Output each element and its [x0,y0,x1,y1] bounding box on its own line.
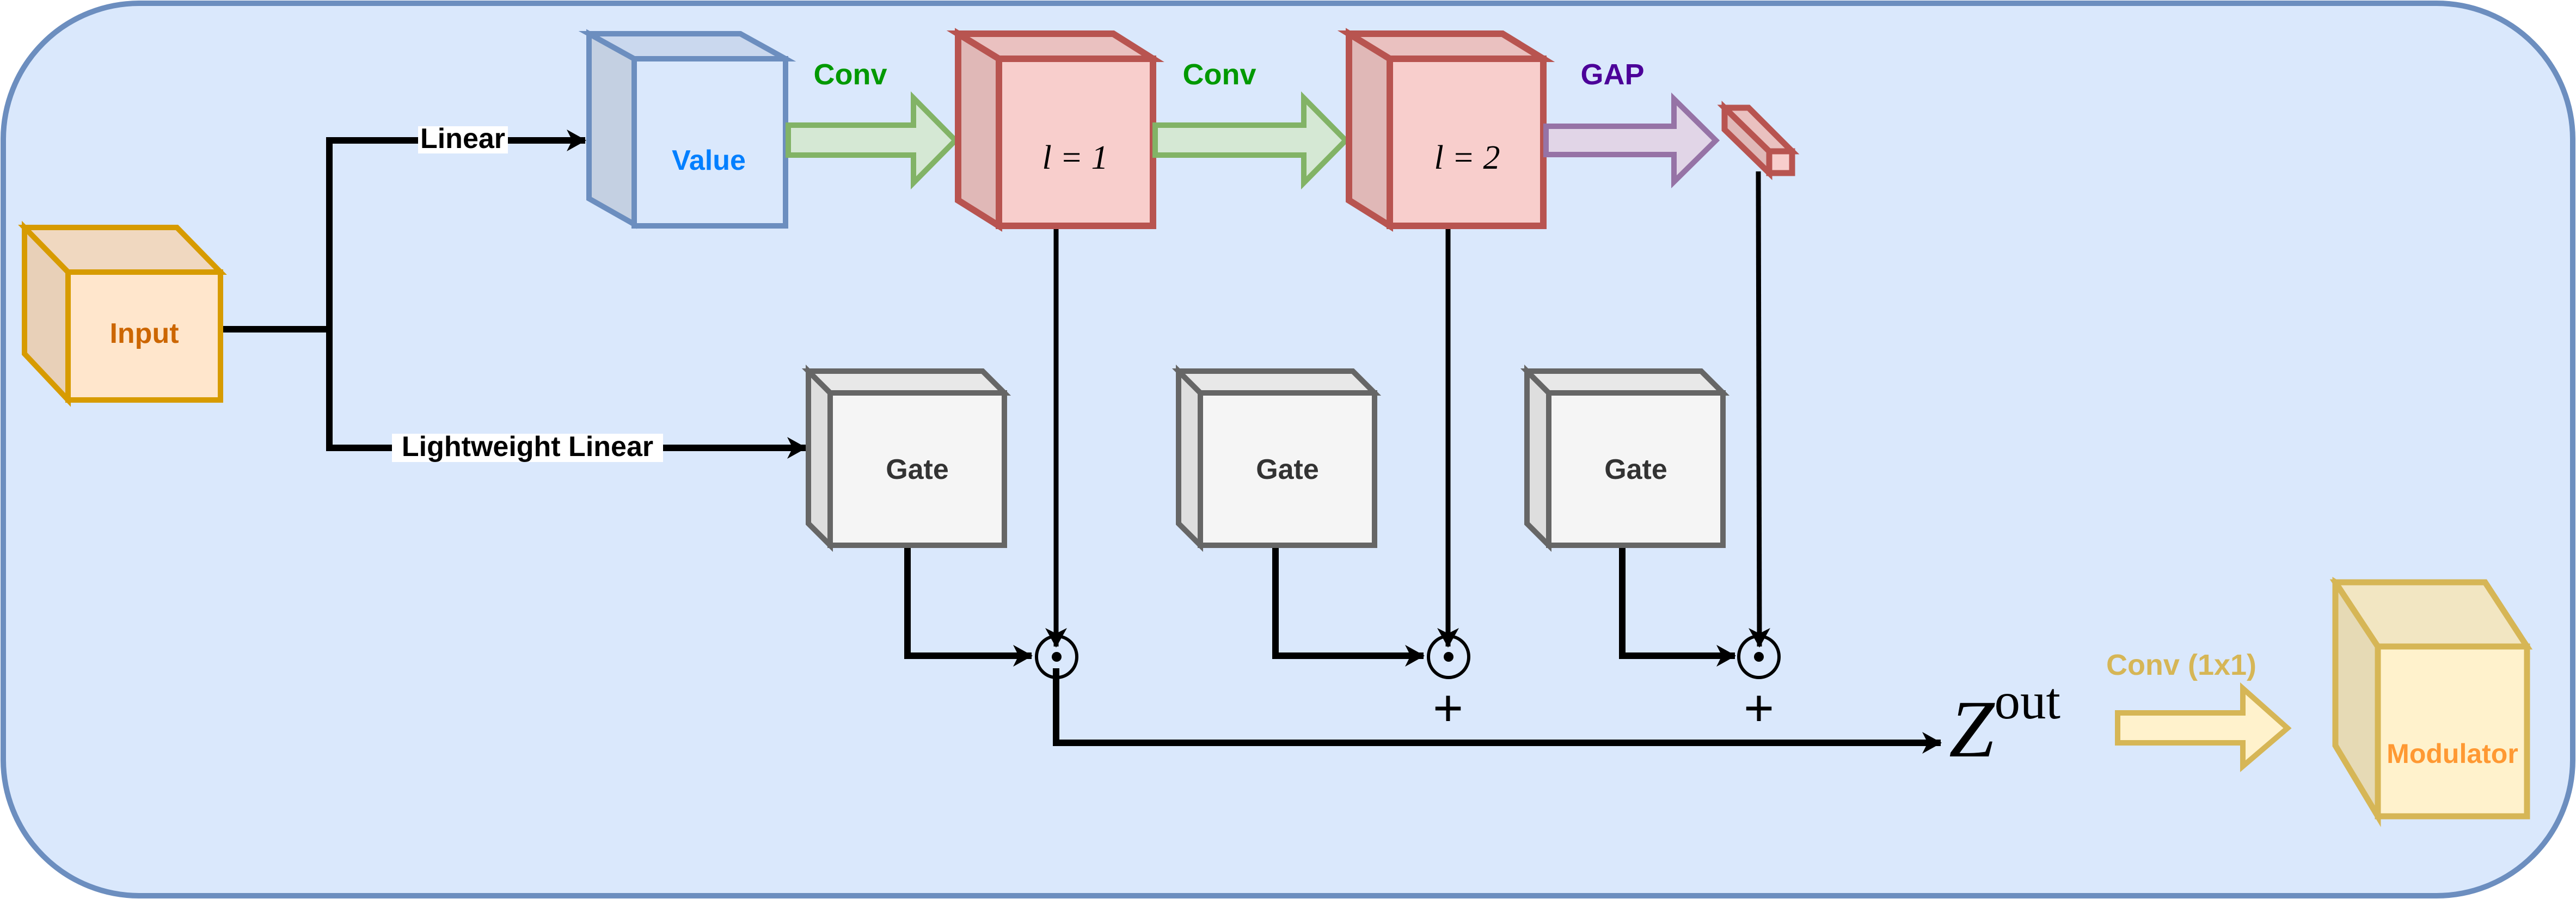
gate1-to-op-line [904,545,1033,667]
level1-cube-front [996,56,1156,229]
hadamard-dot-3 [1754,652,1764,662]
lightweight-linear-label-bg [392,434,663,462]
hadamard-circle-3 [1737,635,1781,679]
aggregate-to-output-line [1053,668,1942,754]
gate3-top [1520,368,1730,396]
global-context-vector [1717,100,1800,181]
level1-cube-top [946,30,1164,62]
modulator-cube [2329,576,2533,827]
level2-label: l = 2 [1434,139,1500,176]
conv1x1-label: Conv (1x1) [2106,649,2256,681]
gate-cube-2 [1172,364,1382,552]
gap-arrow [1543,93,1720,188]
gate-cube-1 [801,364,1011,552]
connectors [220,130,1942,754]
hadamard-operator-1 [1035,635,1078,679]
gate2-to-op-line [1272,545,1425,667]
value-cube-front [631,56,788,229]
conv1x1-arrow [2115,682,2292,772]
input-cube [18,220,227,407]
gate1-label: Gate [886,454,949,485]
conv-arrow-1 [786,91,960,190]
level1-cube-side [955,28,1002,232]
modulator-label: Modulator [2387,738,2518,769]
global-down-line [1748,171,1770,648]
level1-cube [946,28,1164,232]
conv-label-1: Conv [814,58,887,91]
input-label: Input [109,318,179,349]
plus-operator-2: + [1744,678,1775,738]
gate-cube-3 [1520,364,1730,552]
gate2-front [1198,390,1377,548]
value-cube [578,29,796,229]
linear-label-bg [418,126,508,153]
input-cube-front [65,269,223,403]
linear-label: Linear [420,123,505,155]
level2-cube-side [1346,28,1393,232]
gate2-top [1172,368,1382,396]
lightweight-linear-label: Lightweight Linear [402,431,653,463]
value-label: Value [672,145,746,176]
gate1-side [806,364,833,552]
gap-label: GAP [1580,58,1644,91]
gate1-top [801,368,1011,396]
modulator-cube-front [2375,643,2530,820]
gate3-front [1546,390,1726,548]
plus-operator-1: + [1433,678,1464,738]
gate3-label: Gate [1604,454,1667,485]
gate3-side [1524,364,1551,552]
conv-arrow-2 [1152,91,1350,190]
hadamard-dot-2 [1444,652,1453,662]
hadamard-operator-2 [1427,635,1470,679]
conv-label-2: Conv [1183,58,1256,91]
level1-label: l = 1 [1042,139,1108,176]
hadamard-dot-1 [1052,652,1062,662]
hadamard-circle-1 [1035,635,1078,679]
output-symbol-superscript: out [1994,672,2060,730]
output-symbol-main: Z [1949,684,1995,774]
level2-cube [1337,28,1555,232]
hadamard-circle-2 [1427,635,1470,679]
level2-cube-top [1337,30,1555,62]
global-vector-front [1766,148,1795,176]
level2-cube-front [1387,56,1547,229]
output-symbol: Zout [1949,672,2060,774]
gate3-to-op-line [1619,545,1736,667]
value-cube-side [586,29,637,229]
gate2-label: Gate [1256,454,1319,485]
hadamard-operator-3 [1737,635,1781,679]
gate1-front [827,390,1007,548]
gate2-side [1176,364,1203,552]
